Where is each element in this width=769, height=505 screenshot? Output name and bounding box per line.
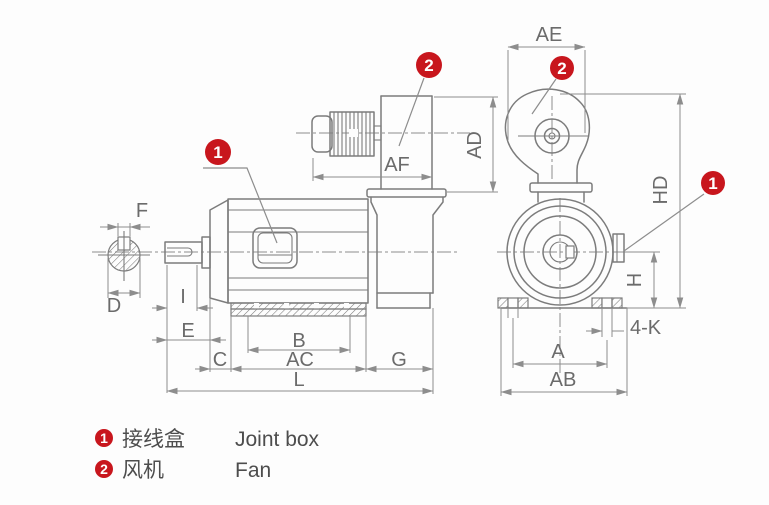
callout-number-1-front: 1 [708,174,717,193]
legend-circle-1 [95,429,113,447]
duct-flange [366,188,447,198]
front-junction-tab [612,233,625,263]
fan-motor [311,111,382,157]
dim-4K: 4-K [586,308,662,339]
callout-joint-box-front: 1 [623,171,725,252]
shaft-keyway [167,247,193,257]
dim-label-4K: 4-K [630,317,662,339]
front-view: AE HD H 4-K A [497,24,725,396]
dim-label-A: A [551,341,565,363]
dim-label-AE: AE [536,24,563,46]
shaft-section-detail [98,231,150,281]
base-feet [230,302,367,317]
callout-fan-front: 2 [531,56,574,115]
dim-F: F [100,200,150,236]
dim-label-AF: AF [384,154,410,176]
front-flange [529,182,593,193]
motor-body [227,198,369,304]
callout-fan-side: 2 [398,52,442,147]
legend-zh-fan: 风机 [122,459,164,482]
legend-item-joint-box: 1 接线盒 Joint box [95,428,320,451]
dim-L: L [166,369,434,395]
dim-AB: AB [500,308,628,396]
callout-circle-2-front [550,56,574,80]
fan-volute [504,88,591,184]
dim-label-AD: AD [464,131,486,159]
legend-circle-2 [95,460,113,478]
front-shaft-keyway [565,245,575,259]
dim-B: B [247,316,351,354]
callout-circle-1-front [701,171,725,195]
legend-number-2: 2 [100,461,108,477]
dim-label-AB: AB [550,369,577,391]
dim-label-G: G [391,349,407,371]
dim-label-I: I [180,286,186,308]
legend: 1 接线盒 Joint box 2 风机 Fan [95,428,320,482]
fan-duct [380,95,433,190]
dim-label-D: D [107,295,121,317]
dim-HD: HD [560,93,686,309]
side-view: F D I E [92,52,498,395]
legend-en-joint-box: Joint box [235,428,320,451]
legend-item-fan: 2 风机 Fan [95,459,271,482]
front-feet [497,297,628,309]
callout-circle-2 [416,52,442,78]
dim-AF: AF [312,154,433,181]
dim-label-AC: AC [286,349,314,371]
dim-A: A [507,308,608,368]
dim-AD: AD [434,96,498,193]
dim-label-E: E [181,320,194,342]
dim-D: D [107,258,141,317]
junction-box [252,227,298,269]
callout-number-2: 2 [424,56,433,75]
dim-AE: AE [507,24,586,140]
rear-housing [370,196,444,309]
dim-label-H: H [624,273,646,287]
dim-E: E [152,298,226,372]
callout-number-2-front: 2 [557,59,566,78]
dim-label-C: C [213,349,227,371]
legend-number-1: 1 [100,430,108,446]
legend-zh-joint-box: 接线盒 [122,428,185,451]
callout-number-1: 1 [213,143,222,162]
dim-label-B: B [292,330,305,352]
legend-en-fan: Fan [235,459,271,482]
callout-circle-1 [205,139,231,165]
dim-C-AC-G: C AC G [195,308,434,394]
dim-label-HD: HD [650,176,672,205]
dim-H: H [624,251,660,309]
dim-label-L: L [293,369,304,391]
dim-label-F: F [136,200,148,222]
callout-joint-box-side: 1 [203,139,278,244]
